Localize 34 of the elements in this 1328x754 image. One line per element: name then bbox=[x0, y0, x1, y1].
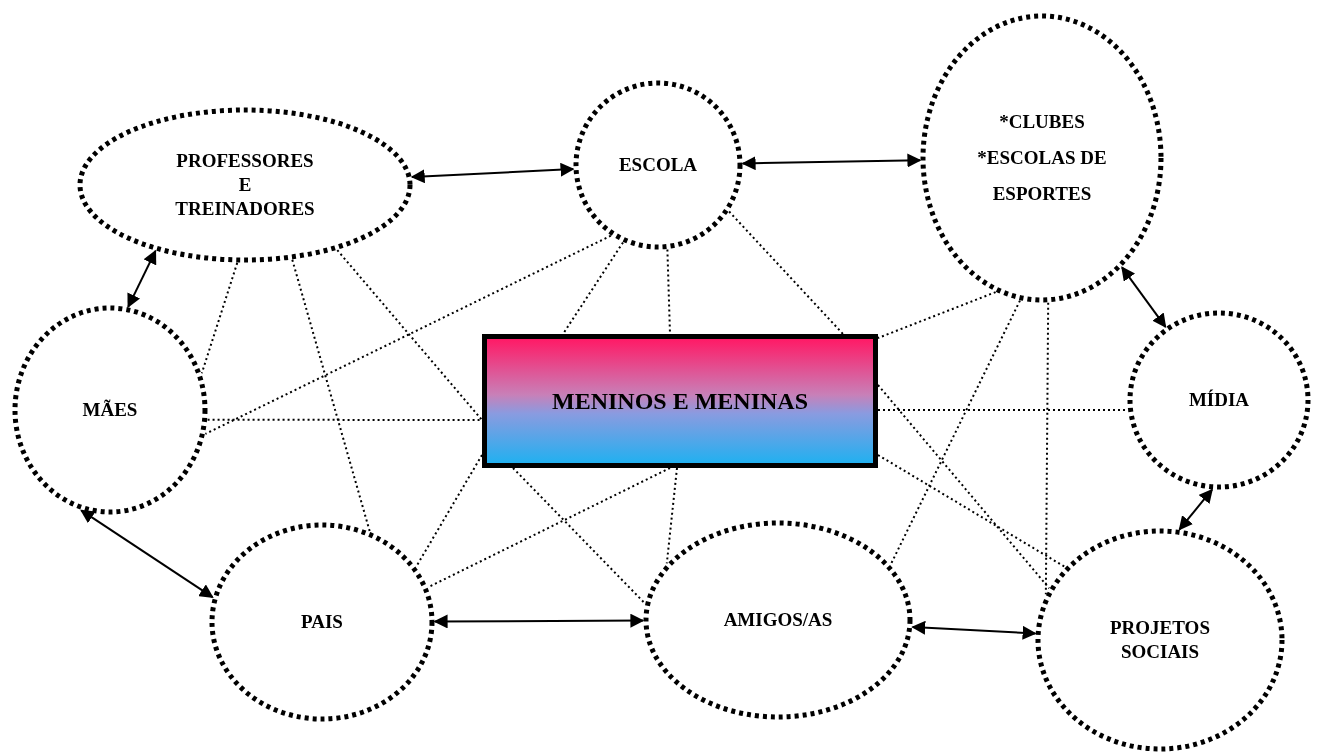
arrow bbox=[1178, 488, 1213, 531]
dotted-line bbox=[291, 258, 371, 533]
node-label: MÃES bbox=[82, 398, 138, 422]
node-label: *CLUBES *ESCOLAS DE ESPORTES bbox=[976, 109, 1108, 207]
dotted-line bbox=[562, 241, 624, 335]
arrow bbox=[741, 153, 922, 171]
arrow bbox=[80, 509, 214, 599]
arrow bbox=[433, 613, 645, 629]
dotted-line bbox=[512, 467, 646, 605]
arrow bbox=[410, 162, 575, 184]
arrow bbox=[127, 249, 157, 309]
dotted-line bbox=[877, 454, 1067, 569]
dotted-line bbox=[336, 249, 483, 421]
dotted-line bbox=[200, 261, 239, 375]
gradient-box bbox=[482, 334, 878, 468]
dotted-line bbox=[1044, 301, 1050, 596]
node-label: ESCOLA bbox=[618, 153, 698, 177]
dotted-line bbox=[877, 291, 997, 339]
node-label: PROFESSORES E TREINADORES bbox=[174, 149, 316, 221]
dotted-line bbox=[889, 299, 1021, 566]
dotted-line bbox=[877, 384, 1051, 590]
node-label: AMIGOS/AS bbox=[723, 608, 833, 632]
node-label: MÍDIA bbox=[1188, 388, 1250, 412]
node-label: PROJETOS SOCIAIS bbox=[1109, 616, 1211, 664]
node-label: PAIS bbox=[301, 610, 343, 634]
dotted-line bbox=[204, 234, 612, 435]
arrow bbox=[911, 620, 1037, 640]
dotted-line bbox=[427, 467, 671, 589]
node-label: MENINOS E MENINAS bbox=[552, 387, 808, 416]
dotted-line bbox=[728, 210, 844, 335]
dotted-line bbox=[665, 467, 678, 565]
dotted-line bbox=[206, 418, 483, 421]
arrow bbox=[1121, 266, 1167, 328]
dotted-line bbox=[415, 454, 483, 568]
